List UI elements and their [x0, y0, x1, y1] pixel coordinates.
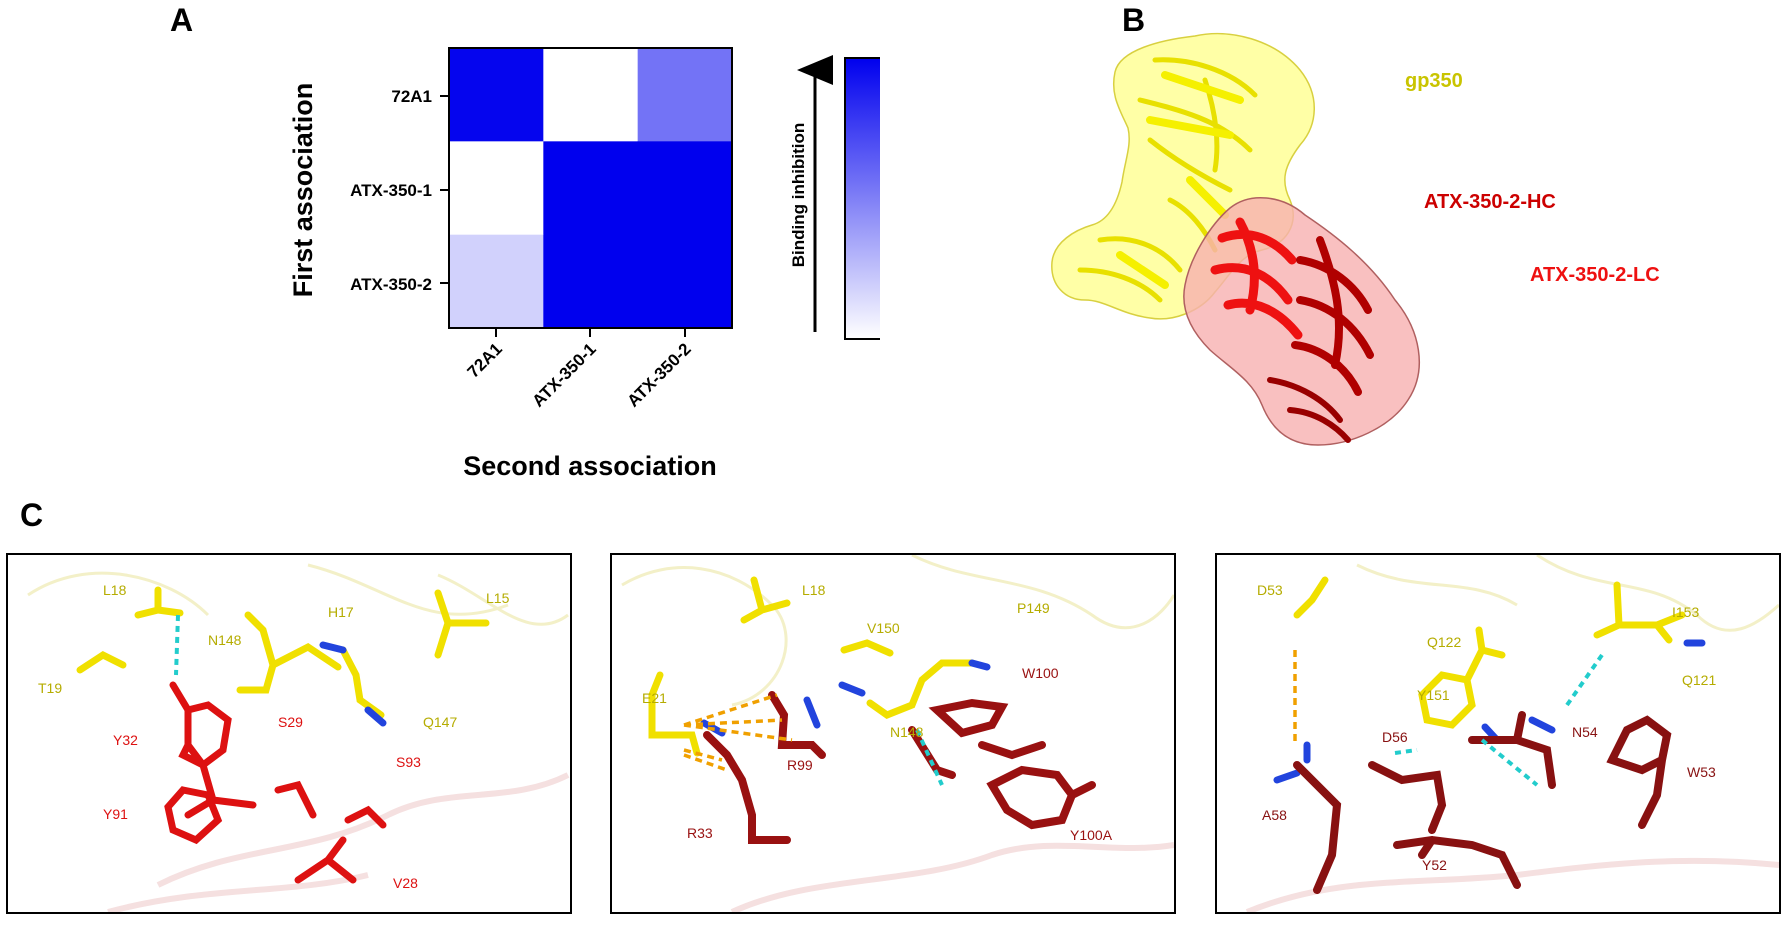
- residue-label: V28: [393, 875, 418, 891]
- residue-label: Q147: [423, 714, 457, 730]
- heatmap-col-labels: 72A1 ATX-350-1 ATX-350-2: [464, 339, 695, 410]
- heatmap-row-labels: 72A1 ATX-350-1 ATX-350-2: [350, 87, 432, 294]
- col-label: 72A1: [464, 339, 506, 381]
- col-label: ATX-350-1: [528, 339, 599, 410]
- residue-label: I153: [1672, 604, 1699, 620]
- residue-label: L18: [802, 582, 826, 598]
- closeup-right-view: D53 I153 Q122 Y151 Q121 D56 N54 A58 W53 …: [1245, 555, 1779, 912]
- closeup-middle: L18 V150 P149 E21 N148 W100 R99 R33 Y100…: [610, 553, 1176, 914]
- residue-label: Q122: [1427, 634, 1461, 650]
- residue-label: N148: [890, 724, 924, 740]
- residue-label: W53: [1687, 764, 1716, 780]
- residue-label: L15: [486, 590, 510, 606]
- residue-label: N148: [208, 632, 242, 648]
- residue-label: Y100A: [1070, 827, 1113, 843]
- residue-label: Y91: [103, 806, 128, 822]
- complex-structure-figure: gp350 ATX-350-2-HC ATX-350-2-LC: [1051, 32, 1660, 446]
- heatmap-cells: [449, 48, 733, 329]
- residue-label: R99: [787, 757, 813, 773]
- residue-label: Y151: [1417, 687, 1450, 703]
- residue-label: T19: [38, 680, 62, 696]
- antibody-light-chain-ribbon: [1267, 236, 1374, 443]
- residue-label: N54: [1572, 724, 1598, 740]
- closeup-right: D53 I153 Q122 Y151 Q121 D56 N54 A58 W53 …: [1215, 553, 1781, 914]
- row-label: ATX-350-2: [350, 275, 432, 294]
- residue-label: D56: [1382, 729, 1408, 745]
- heatmap-figure: First association 72A1 ATX-350-1 ATX-350…: [288, 47, 880, 481]
- residue-label: W100: [1022, 665, 1059, 681]
- heatmap-cell: [543, 234, 639, 329]
- residue-label: A58: [1262, 807, 1287, 823]
- residue-label: D53: [1257, 582, 1283, 598]
- heatmap-cell: [449, 141, 544, 236]
- row-label: ATX-350-1: [350, 181, 432, 200]
- residue-label: Q121: [1682, 672, 1716, 688]
- closeup-left: L18 T19 N148 H17 L15 Q147 Y32 S29 S93 Y9…: [6, 553, 572, 914]
- heatmap-cell: [637, 141, 733, 236]
- panel-label-a: A: [170, 2, 194, 38]
- heatmap-cell: [449, 48, 544, 142]
- panel-label-c: C: [20, 497, 44, 533]
- heatmap-cell: [543, 141, 639, 236]
- residue-label: L18: [103, 582, 127, 598]
- residue-label: V150: [867, 620, 900, 636]
- col-label: ATX-350-2: [623, 339, 694, 410]
- antibody-heavy-chain-ribbon: [1210, 217, 1303, 340]
- heatmap-cell: [449, 234, 544, 329]
- gp350-label: gp350: [1405, 70, 1463, 92]
- heatmap-col-ticks: [495, 328, 686, 337]
- panel-label-b: B: [1122, 2, 1146, 38]
- residue-label: S93: [396, 754, 421, 770]
- heatmap-x-axis-title: Second association: [463, 451, 717, 481]
- residue-label: H17: [328, 604, 354, 620]
- heatmap-cell: [637, 48, 733, 142]
- colorbar: [844, 57, 880, 340]
- residue-label: S29: [278, 714, 303, 730]
- closeup-middle-view: L18 V150 P149 E21 N148 W100 R99 R33 Y100…: [621, 555, 1174, 912]
- residue-label: R33: [687, 825, 713, 841]
- colorbar-title: Binding inhibition: [789, 123, 808, 267]
- residue-label: Y32: [113, 732, 138, 748]
- heatmap-cell: [637, 234, 733, 329]
- heatmap-row-ticks: [440, 95, 449, 284]
- heavy-chain-label: ATX-350-2-HC: [1424, 191, 1556, 213]
- heatmap-y-axis-title: First association: [288, 83, 318, 298]
- residue-label: P149: [1017, 600, 1050, 616]
- antibody-surface: [1183, 197, 1420, 446]
- residue-label: E21: [642, 690, 667, 706]
- row-label: 72A1: [391, 87, 432, 106]
- light-chain-label: ATX-350-2-LC: [1530, 264, 1660, 286]
- closeup-left-view: L18 T19 N148 H17 L15 Q147 Y32 S29 S93 Y9…: [27, 563, 570, 912]
- heatmap-cell: [543, 48, 639, 142]
- residue-label: Y52: [1422, 857, 1447, 873]
